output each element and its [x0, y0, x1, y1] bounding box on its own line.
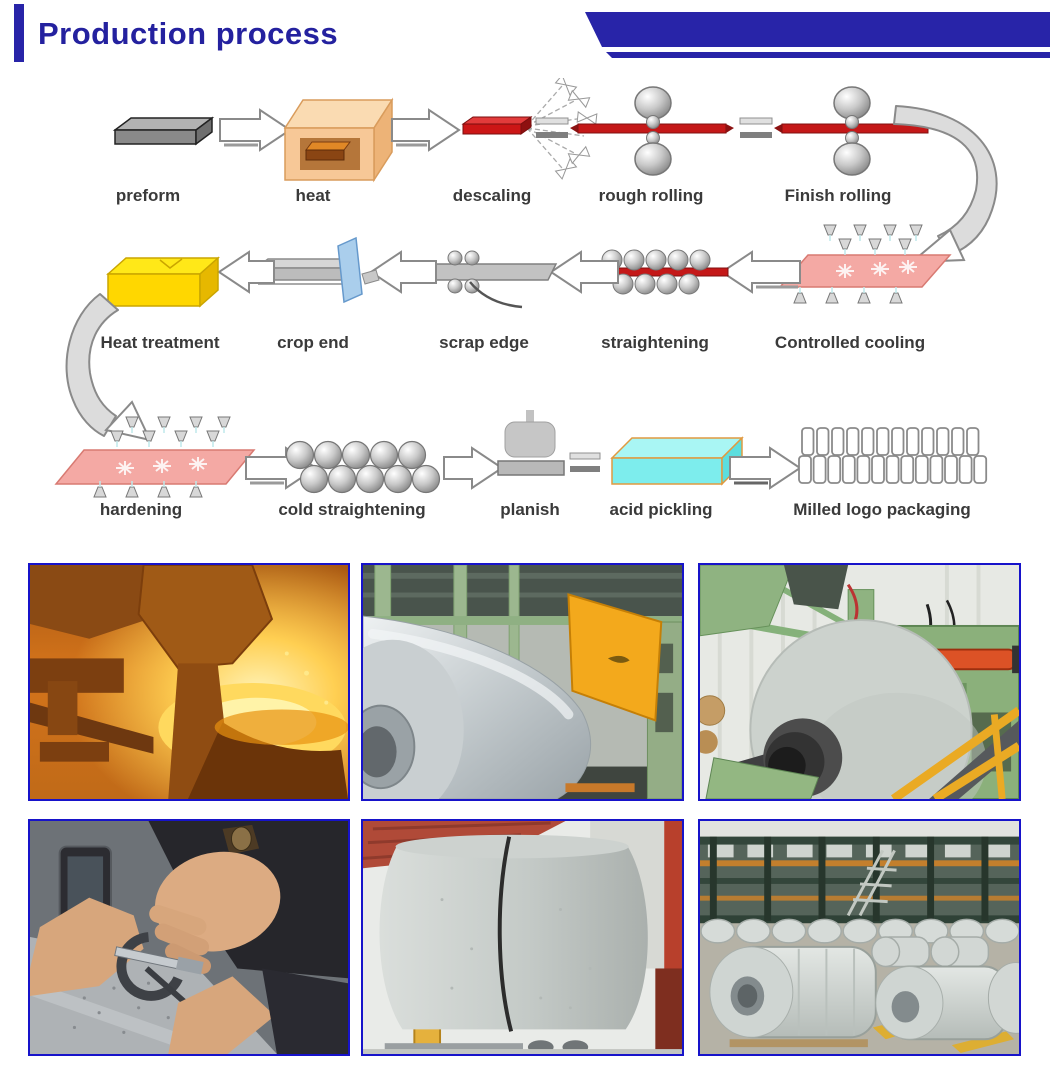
arrow-right-icon: [443, 446, 504, 490]
arrow-right-icon: [729, 446, 802, 490]
photo-coil-warehouse: [698, 819, 1021, 1056]
scrap-edge-icon: [410, 250, 558, 309]
step-label-controlled-cooling: Controlled cooling: [774, 333, 926, 352]
arrow-left-icon: [217, 250, 275, 294]
preform-slab-icon: [112, 116, 215, 146]
step-label-planish: planish: [500, 500, 560, 519]
photo-slitting-machine: [698, 563, 1021, 801]
step-label-crop-end: crop end: [277, 333, 349, 352]
step-label-finish-rolling: Finish rolling: [784, 186, 892, 205]
arrow-left-icon: [720, 250, 801, 294]
step-label-heat: heat: [295, 186, 331, 205]
strip-connector: [535, 117, 569, 138]
crop-end-icon: [253, 236, 380, 304]
photo-steel-coil: [361, 819, 684, 1056]
straightening-icon: [590, 249, 729, 295]
step-label-milled-logo-packaging: Milled logo packaging: [793, 500, 971, 519]
acid-pickling-box-icon: [610, 436, 744, 486]
cold-straightening-icon: [285, 440, 441, 494]
step-label-preform: preform: [115, 186, 181, 205]
strip-connector: [569, 452, 601, 472]
step-label-descaling: descaling: [452, 186, 532, 205]
controlled-cooling-icon: [778, 224, 952, 304]
process-diagram-art: [54, 78, 998, 498]
step-label-scrap-edge: scrap edge: [439, 333, 529, 352]
step-label-rough-rolling: rough rolling: [598, 186, 704, 205]
heat-furnace-icon: [283, 97, 394, 183]
curve-arrow-down-icon: [893, 105, 998, 264]
arrow-left-icon: [369, 250, 437, 294]
rough-rolling-icon: [570, 86, 734, 176]
arrow-left-icon: [549, 250, 619, 294]
step-label-heat-treatment: Heat treatment: [100, 333, 220, 352]
page-title: Production process: [38, 16, 339, 51]
strip-connector: [739, 117, 773, 138]
hardening-icon: [54, 416, 256, 498]
process-diagram: preform heat descaling rough rolling Fin…: [0, 78, 1050, 545]
photo-thickness-measurement: [28, 819, 350, 1056]
step-label-straightening: straightening: [601, 333, 709, 352]
arrow-right-icon: [391, 108, 461, 152]
finish-rolling-icon: [774, 86, 929, 176]
title-accent-bar: [14, 4, 24, 62]
planish-icon: [497, 410, 565, 476]
step-label-cold-straightening: cold straightening: [278, 500, 426, 519]
photo-coil-uncoiler: [361, 563, 684, 801]
heat-treatment-box-icon: [106, 256, 220, 308]
photo-furnace: [28, 563, 350, 801]
step-label-acid-pickling: acid pickling: [609, 500, 713, 519]
step-label-hardening: hardening: [99, 500, 183, 519]
packaging-coils-icon: [798, 427, 988, 484]
arrow-right-icon: [219, 108, 292, 152]
